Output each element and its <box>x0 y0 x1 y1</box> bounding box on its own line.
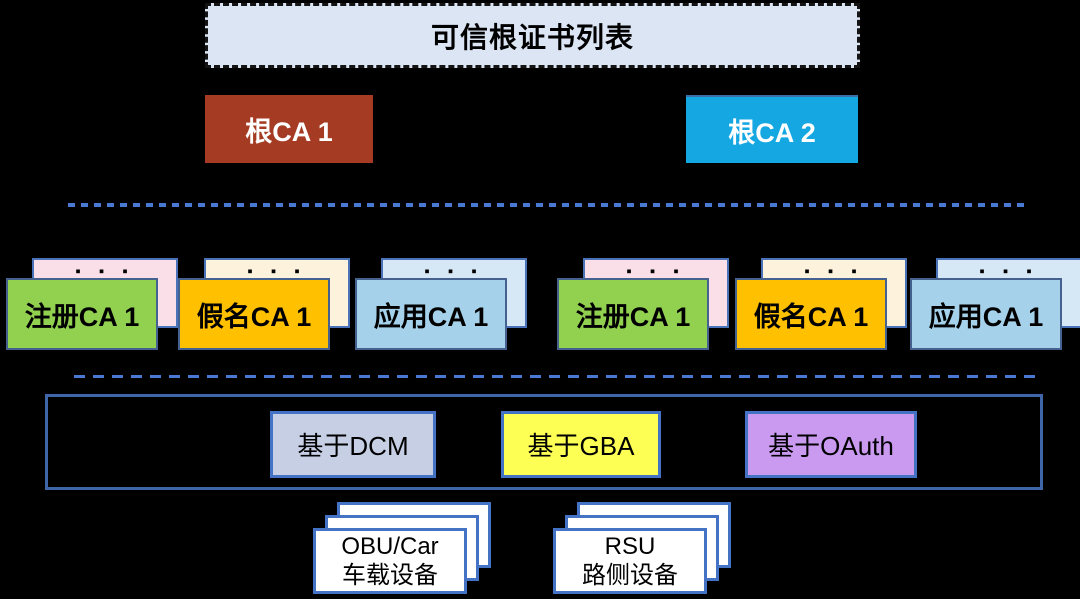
obu-device-box: OBU/Car 车载设备 <box>313 528 467 594</box>
auth-gba-label: 基于GBA <box>527 431 635 461</box>
auth-gba-box: 基于GBA <box>501 411 661 478</box>
registration-ca-label: 注册CA 1 <box>575 301 691 332</box>
ellipsis-dots: ▪ ▪ ▪ <box>804 263 864 280</box>
registration-ca-box: 注册CA 1 <box>6 278 158 350</box>
root-ca-1-label: 根CA 1 <box>245 116 333 147</box>
ellipsis-dots: ▪ ▪ ▪ <box>979 263 1039 280</box>
rsu-label-line2: 路侧设备 <box>582 562 678 589</box>
pseudonym-ca-box: 假名CA 1 <box>735 278 887 350</box>
application-ca-label: 应用CA 1 <box>373 301 489 332</box>
ca-stack-pseudonym-1a: ▪ ▪ ▪ 假名CA 1 <box>178 258 360 352</box>
auth-methods-container: 基于DCM 基于GBA 基于OAuth <box>45 394 1043 490</box>
rsu-device-box: RSU 路侧设备 <box>553 528 707 594</box>
ellipsis-dots: ▪ ▪ ▪ <box>626 263 686 280</box>
ellipsis-dots: ▪ ▪ ▪ <box>424 263 484 280</box>
root-ca-2-label: 根CA 2 <box>728 117 816 148</box>
root-ca-1-box: 根CA 1 <box>205 95 373 163</box>
root-ca-2-box: 根CA 2 <box>686 95 858 163</box>
pseudonym-ca-box: 假名CA 1 <box>178 278 330 350</box>
auth-oauth-label: 基于OAuth <box>768 431 894 461</box>
dashed-separator-bottom <box>74 375 1040 378</box>
ca-stack-pseudonym-1b: ▪ ▪ ▪ 假名CA 1 <box>735 258 917 352</box>
dashed-separator-top <box>68 203 1028 207</box>
auth-dcm-box: 基于DCM <box>270 411 436 478</box>
application-ca-box: 应用CA 1 <box>910 278 1062 350</box>
auth-oauth-box: 基于OAuth <box>745 411 917 478</box>
registration-ca-box: 注册CA 1 <box>557 278 709 350</box>
trusted-root-list-box: 可信根证书列表 <box>205 3 860 68</box>
rsu-label-line1: RSU <box>604 533 656 560</box>
ellipsis-dots: ▪ ▪ ▪ <box>247 263 307 280</box>
ellipsis-dots: ▪ ▪ ▪ <box>75 263 135 280</box>
ca-stack-registration-1b: ▪ ▪ ▪ 注册CA 1 <box>557 258 739 352</box>
rsu-device-stack: RSU 路侧设备 <box>553 502 733 596</box>
pseudonym-ca-label: 假名CA 1 <box>196 301 312 332</box>
application-ca-label: 应用CA 1 <box>928 301 1044 332</box>
obu-label-line1: OBU/Car <box>341 533 439 560</box>
auth-dcm-label: 基于DCM <box>297 431 409 461</box>
trusted-root-list-label: 可信根证书列表 <box>430 21 634 53</box>
pseudonym-ca-label: 假名CA 1 <box>753 301 869 332</box>
obu-device-stack: OBU/Car 车载设备 <box>313 502 493 596</box>
application-ca-box: 应用CA 1 <box>355 278 507 350</box>
ca-stack-application-1a: ▪ ▪ ▪ 应用CA 1 <box>355 258 537 352</box>
obu-label-line2: 车载设备 <box>342 562 438 589</box>
ca-stack-application-1b: ▪ ▪ ▪ 应用CA 1 <box>910 258 1080 352</box>
ca-stack-registration-1a: ▪ ▪ ▪ 注册CA 1 <box>6 258 188 352</box>
registration-ca-label: 注册CA 1 <box>24 301 140 332</box>
